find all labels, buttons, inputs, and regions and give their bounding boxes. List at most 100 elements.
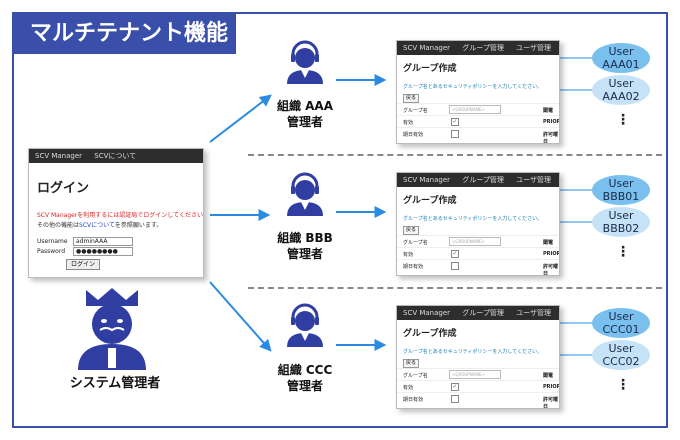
group-name-label: グループ名 [403,240,428,246]
enabled-checkbox[interactable]: ✓ [451,250,459,258]
password-row: Password ●●●●●●●● [37,247,203,257]
expiry-row: 期日有効 許可曜日 [397,259,559,275]
admin-col-label: 閾電 [543,240,554,246]
app-name: SCV Manager [403,176,451,184]
login-window: SCV Manager SCVについて ログイン SCV Managerを利用す… [28,148,204,278]
menu-item-about-scv[interactable]: SCVについて [94,152,137,160]
group-create-title: グループ作成 [403,329,457,339]
app-name: SCV Manager [35,152,83,160]
group-create-title: グループ作成 [403,196,457,206]
username-input[interactable]: adminAAA [73,237,133,246]
about-scv-link[interactable]: SCVについて [79,222,115,229]
enabled-row: 有効 ✓ PRIORITY [397,115,559,127]
username-label: Username [37,238,68,245]
group-create-window-aaa: SCV Manager グループ管理 ユーザ管理 SCVについて グループ作成 … [396,40,560,144]
enabled-label: 有効 [403,385,414,391]
arrow-login-to-admin-ccc [209,281,272,352]
back-button[interactable]: 戻る [403,226,419,235]
group-window-navbar: SCV Manager グループ管理 ユーザ管理 SCVについて [397,173,559,187]
priority-col-label: PRIORITY [543,251,559,257]
group-create-desc: グループ名とあるセキュリティポリシーを入力してください。 [403,84,543,90]
group-create-desc: グループ名とあるセキュリティポリシーを入力してください。 [403,349,543,355]
group-name-input[interactable]: <GROUPNAME> [449,237,501,246]
admin-col-label: 閾電 [543,108,554,114]
group-name-label: グループ名 [403,108,428,114]
menu-item-user-mgmt[interactable]: ユーザ管理 [516,176,551,184]
login-subnote: その他の機能はSCVについてを参照願います。 [37,222,163,229]
enabled-checkbox[interactable]: ✓ [451,118,459,126]
king-icon [78,288,146,370]
username-row: Username adminAAA [37,237,203,247]
allow-date-col-label: 許可曜日 [543,397,559,409]
enabled-label: 有効 [403,120,414,126]
allow-date-col-label: 許可曜日 [543,132,559,144]
expiry-row: 期日有効 許可曜日 [397,127,559,143]
more-users-ellipsis: ⋮ [616,112,630,128]
group-name-label: グループ名 [403,373,428,379]
enabled-row: 有効 ✓ PRIORITY [397,380,559,392]
more-users-ellipsis: ⋮ [616,244,630,260]
login-note: SCV Managerを利用するには認証局でログインしてください。 [37,212,204,219]
priority-col-label: PRIORITY [543,384,559,390]
group-name-row: グループ名 <GROUPNAME> 閾電 [397,103,559,115]
login-button[interactable]: ログイン [66,259,100,270]
expiry-checkbox[interactable] [451,130,459,138]
tenant-divider [248,154,662,156]
menu-item-user-mgmt[interactable]: ユーザ管理 [516,309,551,317]
expiry-label: 期日有効 [403,264,424,270]
menu-item-group-mgmt[interactable]: グループ管理 [462,309,504,317]
expiry-label: 期日有効 [403,397,424,403]
group-create-title: グループ作成 [403,64,457,74]
back-button[interactable]: 戻る [403,94,419,103]
admin-col-label: 閾電 [543,373,554,379]
operator-person-icon [287,303,323,347]
group-create-window-ccc: SCV Manager グループ管理 ユーザ管理 SCVについて グループ作成 … [396,305,560,409]
diagram-title: マルチテナント機能 [14,14,236,54]
group-name-input[interactable]: <GROUPNAME> [449,370,501,379]
system-admin-label: システム管理者 [69,376,161,391]
back-button[interactable]: 戻る [403,359,419,368]
menu-item-group-mgmt[interactable]: グループ管理 [462,176,504,184]
group-name-input[interactable]: <GROUPNAME> [449,105,501,114]
enabled-row: 有効 ✓ PRIORITY [397,247,559,259]
allow-date-col-label: 許可曜日 [543,264,559,276]
menu-item-group-mgmt[interactable]: グループ管理 [462,44,504,52]
expiry-checkbox[interactable] [451,395,459,403]
group-window-navbar: SCV Manager グループ管理 ユーザ管理 SCVについて [397,41,559,55]
enabled-checkbox[interactable]: ✓ [451,383,459,391]
expiry-row: 期日有効 許可曜日 [397,392,559,408]
operator-person-icon [287,40,323,84]
expiry-label: 期日有効 [403,132,424,138]
expiry-checkbox[interactable] [451,262,459,270]
menu-item-user-mgmt[interactable]: ユーザ管理 [516,44,551,52]
group-name-row: グループ名 <GROUPNAME> 閾電 [397,235,559,247]
arrow-login-to-admin-aaa [209,94,272,143]
login-heading: ログイン [37,181,90,196]
password-label: Password [37,248,66,255]
tenant-divider [248,287,662,289]
login-window-navbar: SCV Manager SCVについて [29,149,203,163]
group-window-navbar: SCV Manager グループ管理 ユーザ管理 SCVについて [397,306,559,320]
more-users-ellipsis: ⋮ [616,377,630,393]
enabled-label: 有効 [403,252,414,258]
app-name: SCV Manager [403,309,451,317]
group-create-window-bbb: SCV Manager グループ管理 ユーザ管理 SCVについて グループ作成 … [396,172,560,276]
password-input[interactable]: ●●●●●●●● [73,247,133,256]
operator-person-icon [287,172,323,216]
group-create-desc: グループ名とあるセキュリティポリシーを入力してください。 [403,216,543,222]
priority-col-label: PRIORITY [543,119,559,125]
outer-frame [12,12,668,428]
group-name-row: グループ名 <GROUPNAME> 閾電 [397,368,559,380]
app-name: SCV Manager [403,44,451,52]
